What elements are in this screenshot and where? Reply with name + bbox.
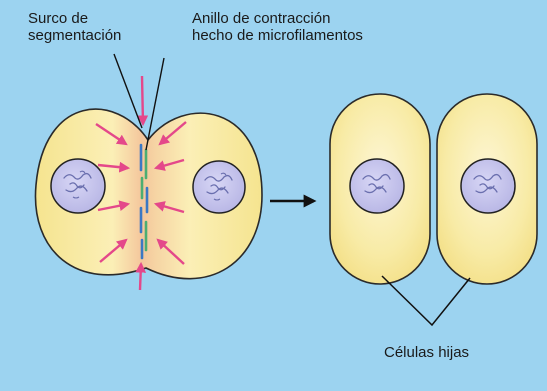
label-cleavage-furrow-line2: segmentación — [28, 27, 121, 44]
label-contraction-ring-line1: Anillo de contracción — [192, 10, 363, 27]
nucleus-left — [51, 159, 105, 213]
daughter-nucleus-right — [461, 159, 515, 213]
label-cleavage-furrow-line1: Surco de — [28, 10, 121, 27]
label-contraction-ring-line2: hecho de microfilamentos — [192, 27, 363, 44]
label-contraction-ring: Anillo de contracción hecho de microfila… — [192, 10, 363, 44]
label-cleavage-furrow: Surco de segmentación — [28, 10, 121, 44]
nucleus-right — [193, 161, 245, 213]
daughter-nucleus-left — [350, 159, 404, 213]
daughters-leader — [382, 276, 470, 325]
label-daughter-cells: Células hijas — [384, 344, 469, 361]
